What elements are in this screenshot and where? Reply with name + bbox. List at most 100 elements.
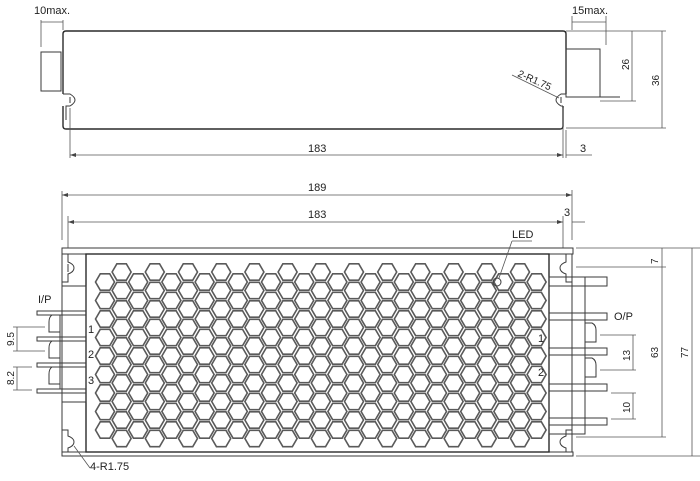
vent-hole [492,420,514,440]
dim-26: 26 [621,58,632,70]
vent-hole [492,383,514,403]
vent-hole [310,318,332,337]
vent-hole [127,291,149,310]
vent-hole [177,410,199,430]
vent-hole [277,355,299,374]
vent-hole [360,383,382,403]
vent-hole [94,365,116,384]
vent-hole [194,365,216,384]
vent-hole [277,410,299,430]
vent-hole [243,281,265,300]
ip-pin-3: 3 [88,375,94,387]
vent-hole [194,291,216,310]
vent-hole [343,281,365,300]
vent-hole [111,299,133,319]
vent-hole [409,281,431,300]
vent-hole [376,429,398,448]
vent-hole [492,328,514,347]
vent-hole [94,272,116,292]
vent-hole [227,420,249,440]
vent-hole [210,392,232,411]
vent-hole [376,410,398,430]
vent-hole [443,318,465,337]
vent-hole [443,299,465,319]
vent-hole [393,328,415,347]
vent-hole [360,291,382,310]
vent-hole [94,328,116,347]
vent-hole [177,355,199,374]
vent-hole [293,291,315,310]
vent-hole [526,328,548,347]
vent-hole [111,373,133,393]
vent-hole [360,420,382,440]
vent-hole [243,410,265,430]
vent-hole [476,299,498,319]
vent-hole [526,291,548,310]
vent-hole [111,355,133,374]
vent-hole [393,420,415,440]
vent-hole [360,328,382,347]
vent-hole [227,291,249,310]
hole-bl [62,429,75,452]
vent-hole [459,346,481,366]
vent-hole [326,328,348,347]
vent-hole [526,272,548,292]
vent-hole [360,309,382,329]
vent-hole [227,346,249,366]
vent-hole [243,373,265,393]
vent-hole [409,336,431,356]
vent-hole [509,373,531,393]
vent-hole [260,365,282,384]
vent-hole [127,420,149,440]
vent-hole [310,355,332,374]
vent-hole [243,299,265,319]
vent-hole [509,392,531,411]
vent-hole [293,383,315,403]
vent-hole [509,281,531,300]
vent-hole [277,299,299,319]
vent-hole [210,281,232,300]
vent-hole [310,336,332,356]
vent-hole [227,365,249,384]
vent-hole [492,365,514,384]
vent-hole [326,291,348,310]
vent-hole [210,299,232,319]
side-output-connector [565,48,601,98]
vent-hole [443,373,465,393]
vent-hole [260,346,282,366]
vent-hole [277,429,299,448]
vent-hole [260,309,282,329]
vent-hole [509,318,531,337]
ip-pin-1: 1 [88,324,94,336]
vent-hole [426,272,448,292]
vent-hole [526,420,548,440]
vent-hole [459,309,481,329]
vent-hole [393,402,415,421]
vent-hole [426,402,448,421]
vent-hole [459,328,481,347]
dim-3-side: 3 [580,143,586,155]
vent-hole [111,410,133,430]
vent-hole [210,429,232,448]
vent-hole [243,262,265,282]
vent-hole [476,281,498,300]
vent-hole [210,336,232,356]
vent-hole [343,336,365,356]
vent-hole [144,429,166,448]
vent-hole [360,346,382,366]
vent-hole [210,373,232,393]
vent-hole [111,318,133,337]
vent-hole [94,291,116,310]
vent-hole [194,402,216,421]
vent-hole [227,402,249,421]
vent-hole [310,392,332,411]
vent-hole [360,365,382,384]
vent-hole [343,262,365,282]
vent-hole [160,328,182,347]
op-pin-1: 1 [538,333,544,345]
vent-hole [409,392,431,411]
dim-10max: 10max. [34,5,70,17]
vent-hole [177,299,199,319]
vent-hole [376,318,398,337]
vent-hole [326,309,348,329]
